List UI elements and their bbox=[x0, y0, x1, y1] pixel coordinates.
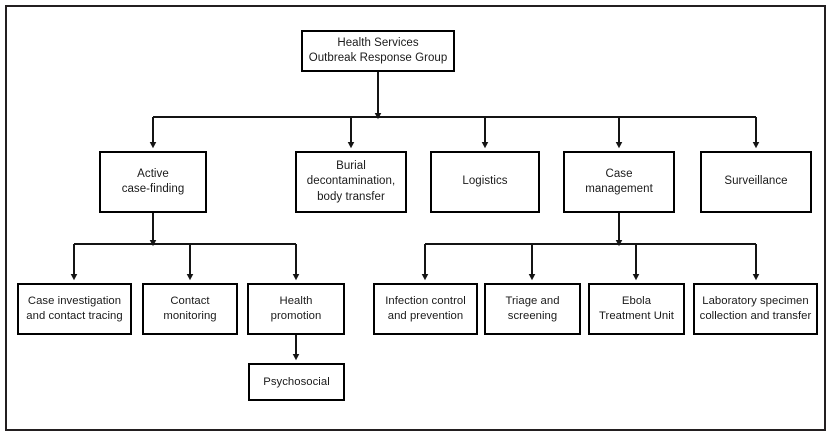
node-psychosocial[interactable]: Psychosocial bbox=[248, 363, 345, 401]
node-laboratory-specimen[interactable]: Laboratory specimen collection and trans… bbox=[693, 283, 818, 335]
node-surveillance[interactable]: Surveillance bbox=[700, 151, 812, 213]
node-root[interactable]: Health Services Outbreak Response Group bbox=[301, 30, 455, 72]
node-infection-control[interactable]: Infection control and prevention bbox=[373, 283, 478, 335]
node-burial-decontamination[interactable]: Burial decontamination, body transfer bbox=[295, 151, 407, 213]
node-logistics[interactable]: Logistics bbox=[430, 151, 540, 213]
node-case-management[interactable]: Case management bbox=[563, 151, 675, 213]
node-contact-monitoring[interactable]: Contact monitoring bbox=[142, 283, 238, 335]
figure-border bbox=[5, 5, 826, 431]
node-triage-screening[interactable]: Triage and screening bbox=[484, 283, 581, 335]
node-case-investigation[interactable]: Case investigation and contact tracing bbox=[17, 283, 132, 335]
node-ebola-treatment-unit[interactable]: Ebola Treatment Unit bbox=[588, 283, 685, 335]
node-health-promotion[interactable]: Health promotion bbox=[247, 283, 345, 335]
node-active-case-finding[interactable]: Active case-finding bbox=[99, 151, 207, 213]
